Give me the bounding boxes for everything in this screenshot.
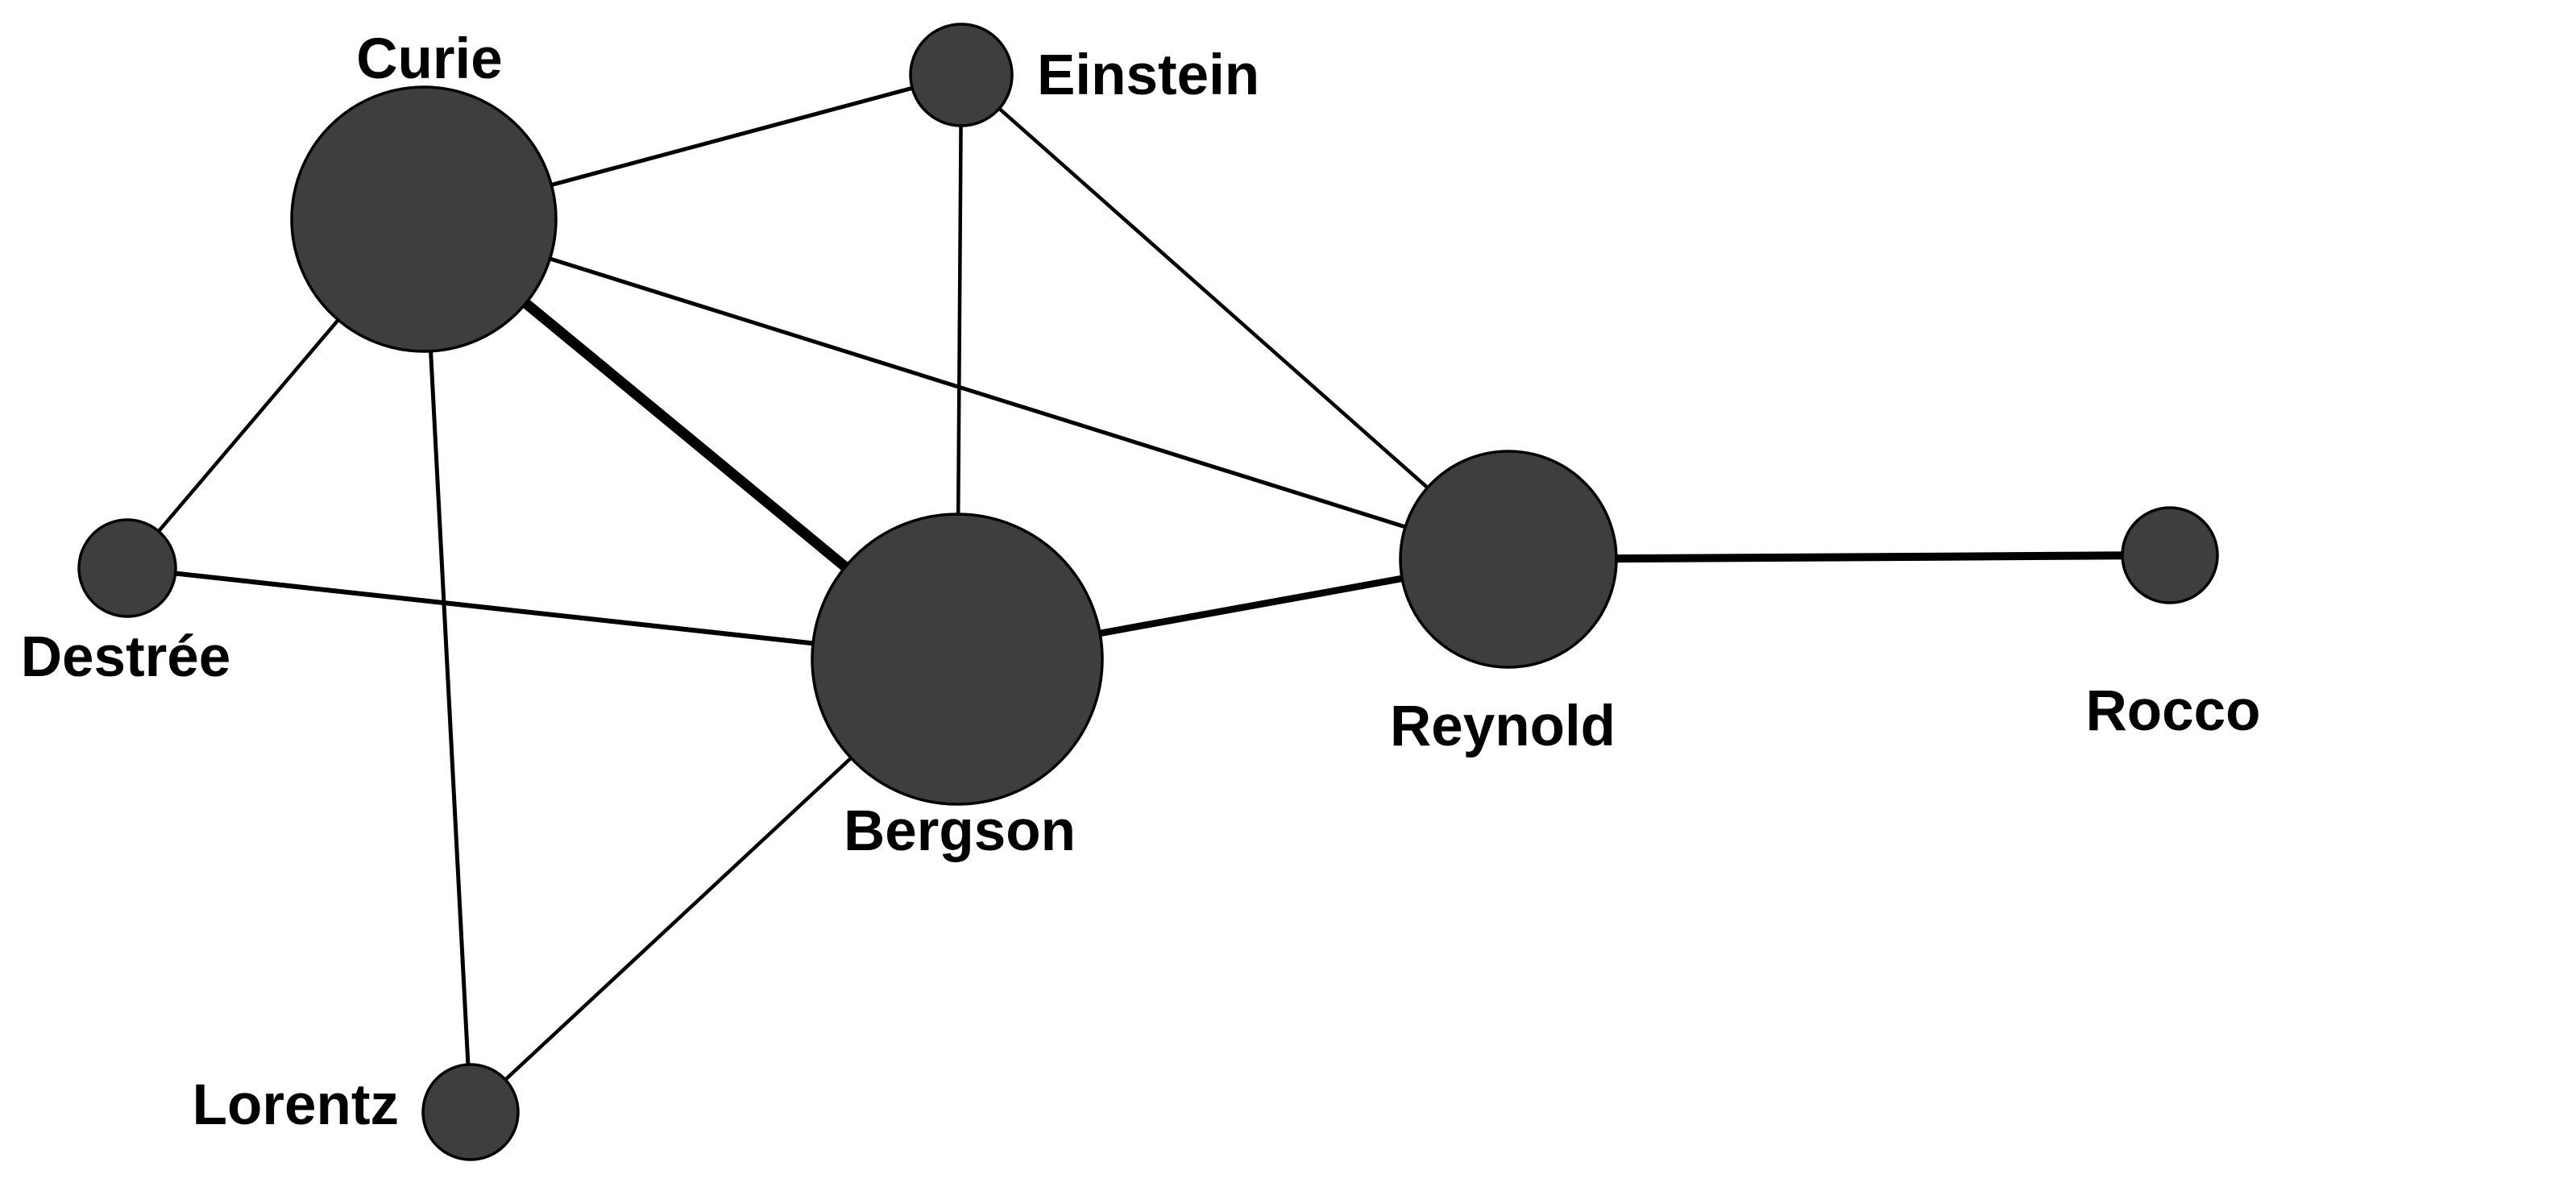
nodes-layer bbox=[77, 23, 2219, 1161]
node-label-destree: Destrée bbox=[21, 625, 231, 689]
node-reynold[interactable] bbox=[1399, 450, 1618, 669]
node-destree[interactable] bbox=[77, 518, 177, 618]
node-label-einstein: Einstein bbox=[1037, 44, 1259, 107]
node-bergson[interactable] bbox=[811, 513, 1104, 806]
node-label-lorentz: Lorentz bbox=[193, 1073, 399, 1137]
edge-reynold-rocco bbox=[1508, 551, 2171, 563]
node-label-rocco: Rocco bbox=[2086, 679, 2261, 743]
node-label-curie: Curie bbox=[356, 27, 503, 91]
edge-curie-reynold bbox=[423, 217, 1509, 562]
node-label-bergson: Bergson bbox=[844, 799, 1076, 863]
edge-einstein-reynold bbox=[960, 73, 1510, 561]
node-label-reynold: Reynold bbox=[1390, 695, 1616, 758]
edge-curie-lorentz bbox=[421, 218, 473, 1113]
node-einstein[interactable] bbox=[909, 23, 1014, 127]
node-lorentz[interactable] bbox=[421, 1063, 520, 1161]
node-curie[interactable] bbox=[290, 85, 558, 353]
node-rocco[interactable] bbox=[2121, 506, 2219, 604]
